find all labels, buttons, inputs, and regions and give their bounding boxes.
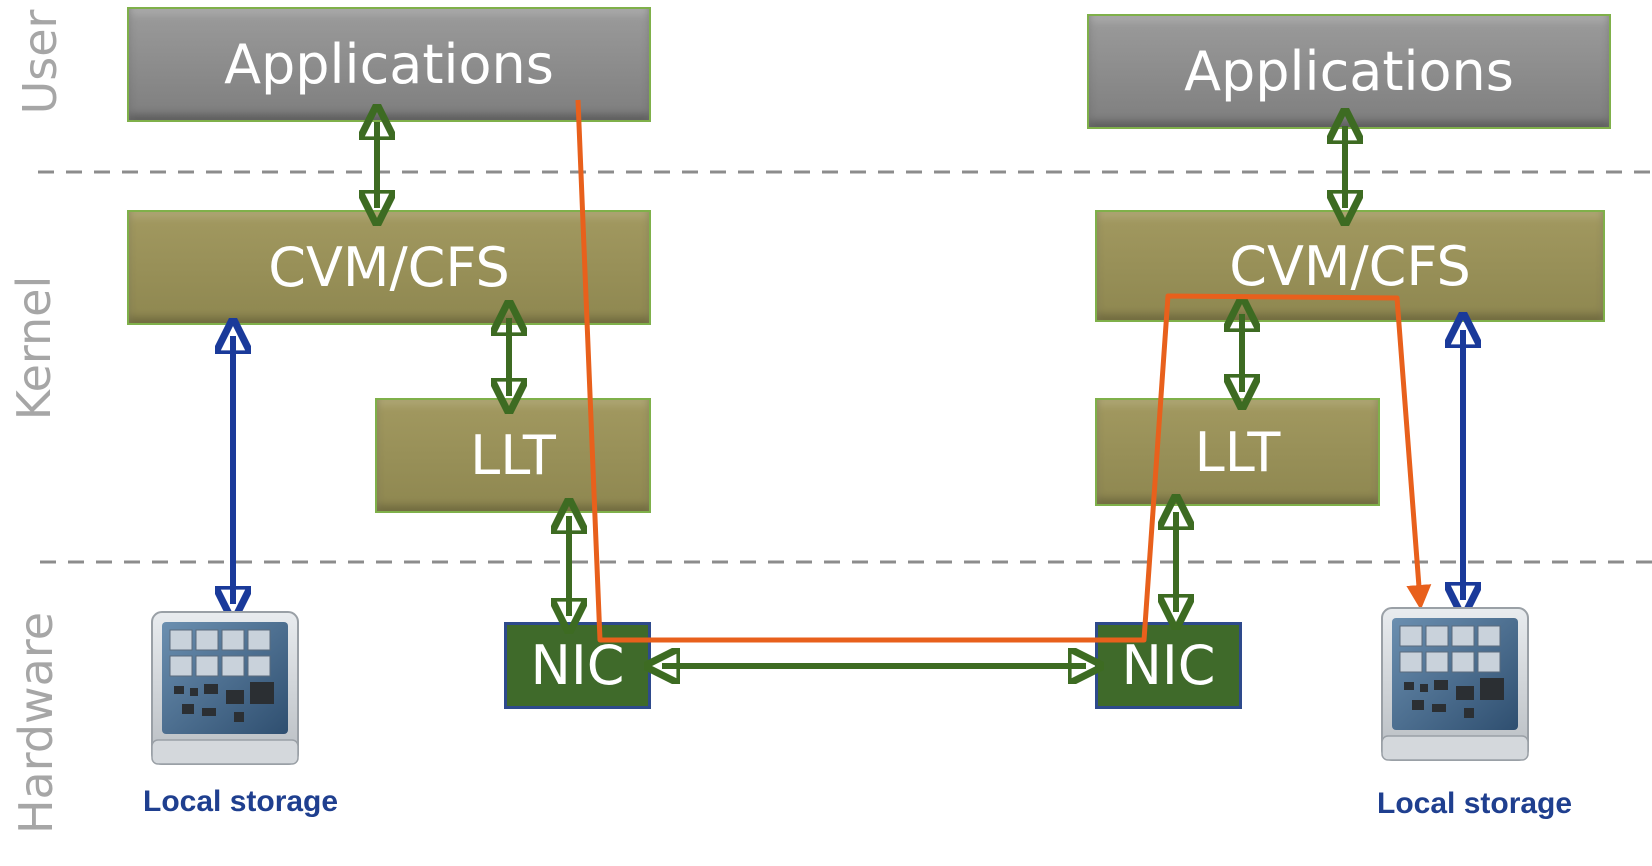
left-storage-label: Local storage — [143, 785, 339, 818]
left-applications-block: Applications — [127, 7, 651, 122]
left-llt-block: LLT — [375, 398, 651, 513]
left-nic-block: NIC — [504, 622, 651, 709]
right-nic-block: NIC — [1095, 622, 1242, 709]
right-storage-label: Local storage — [1377, 787, 1573, 820]
right-cvm-cfs-block: CVM/CFS — [1095, 210, 1605, 322]
left-cvm-cfs-block: CVM/CFS — [127, 210, 651, 325]
left-storage-disk-icon — [151, 611, 299, 765]
right-llt-block: LLT — [1095, 398, 1380, 506]
right-storage-disk-icon — [1381, 607, 1529, 761]
io-path-line — [575, 99, 1432, 643]
